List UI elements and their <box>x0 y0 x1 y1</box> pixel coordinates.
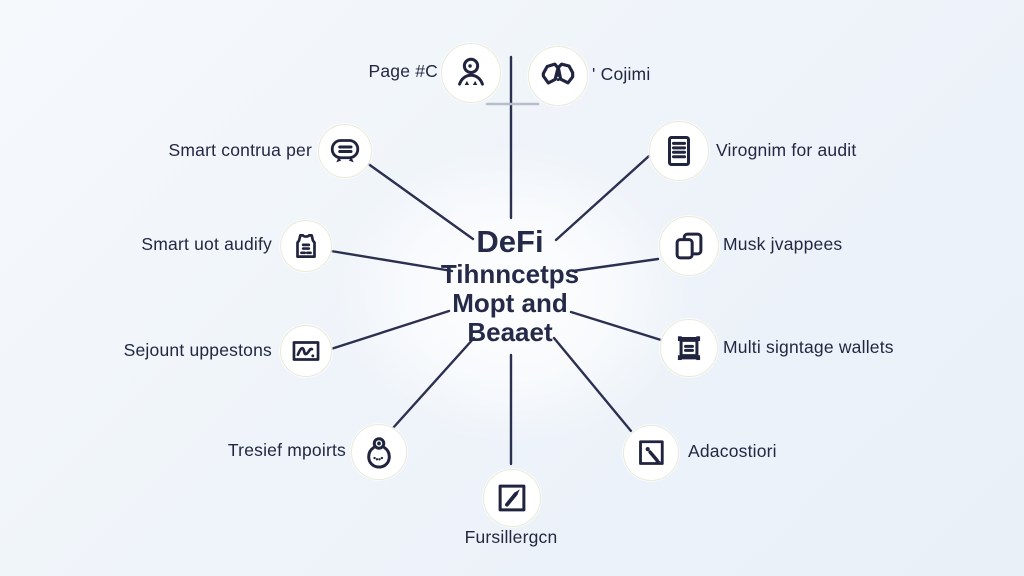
pen-square-icon <box>498 484 526 512</box>
center-line: Mopt and <box>452 288 568 318</box>
node-musk <box>659 216 719 276</box>
connector-line <box>569 310 663 342</box>
connector-line <box>554 154 651 242</box>
node-page <box>441 43 501 103</box>
connector-line <box>329 249 454 273</box>
handshake-icon <box>541 62 575 85</box>
connector-line <box>571 257 660 273</box>
node-label-cojimi: ' Cojimi <box>592 64 651 84</box>
node-tresief <box>351 424 407 480</box>
node-label-musk: Musk jvappees <box>723 234 843 254</box>
vest-icon <box>296 234 316 258</box>
speech-bubble-icon <box>330 139 360 163</box>
person-icon <box>458 57 484 86</box>
node-label-adacostiori: Adacostiori <box>688 441 777 461</box>
connector-line <box>329 309 451 351</box>
node-label-furslilergcn: Fursillergcn <box>464 527 558 547</box>
center-title: DeFi <box>476 224 544 259</box>
copy-icon <box>675 232 703 260</box>
node-virognim <box>649 121 709 181</box>
padlock-tag-icon <box>367 437 391 469</box>
node-sejount <box>280 325 332 377</box>
node-label-tresief: Tresief mpoirts <box>227 440 346 460</box>
cursor-square-icon <box>639 440 664 465</box>
connector-line <box>552 336 633 433</box>
node-audify <box>280 220 332 272</box>
scroll-ledger-icon <box>677 336 701 361</box>
node-label-wallets: Multi signtage wallets <box>723 337 894 357</box>
node-adacostiori <box>623 425 679 481</box>
node-furslilergcn <box>483 469 541 527</box>
node-label-virognim: Virognim for audit <box>716 140 857 160</box>
center-topic: DeFi Tihnncetps Mopt and Beaaet <box>441 224 579 347</box>
node-label-sejount: Sejount uppestons <box>123 340 272 360</box>
center-line: Tihnncetps <box>440 259 580 289</box>
center-line: Beaaet <box>467 317 553 347</box>
node-label-audify: Smart uot audify <box>141 234 272 254</box>
node-contrua <box>318 124 372 178</box>
connector-line <box>365 161 475 241</box>
node-label-contrua: Smart contrua per <box>168 140 312 160</box>
node-label-page: Page #C <box>368 61 438 81</box>
node-wallets <box>660 319 718 377</box>
node-cojimi <box>528 46 588 106</box>
document-icon <box>667 136 691 166</box>
connector-line <box>391 336 476 430</box>
scribble-chart-icon <box>292 341 320 361</box>
